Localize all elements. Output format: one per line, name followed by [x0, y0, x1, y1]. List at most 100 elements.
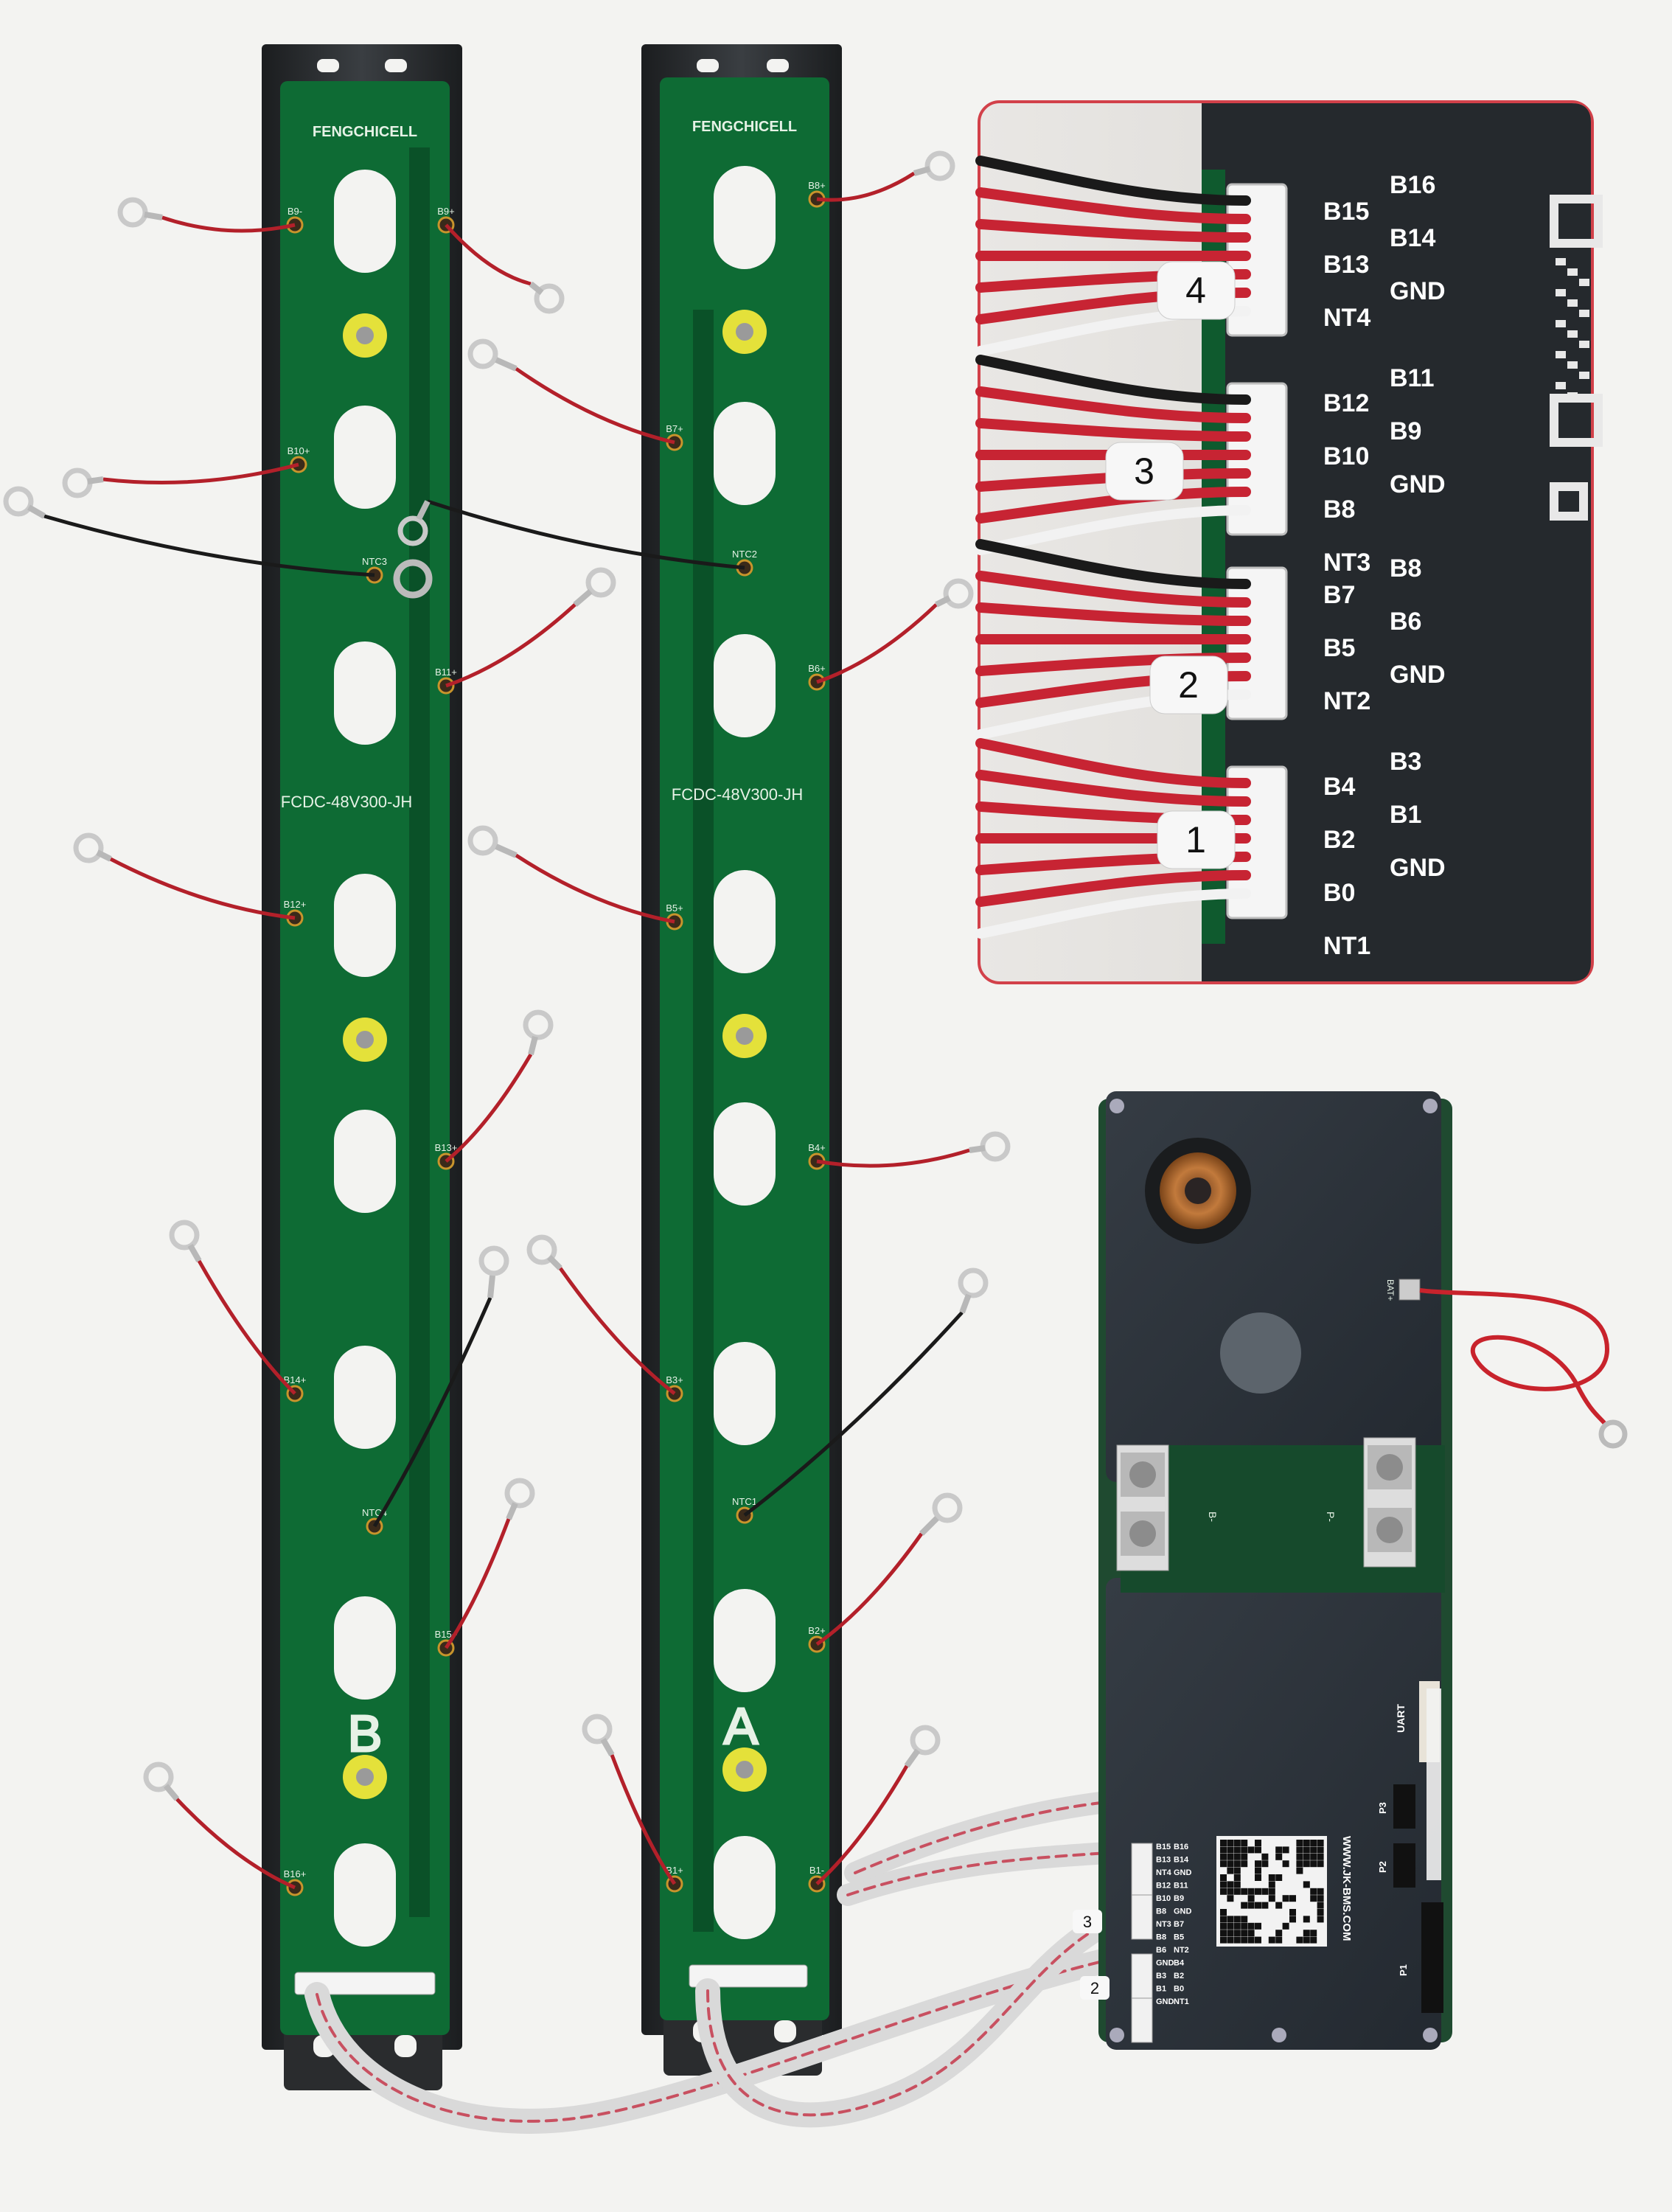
header-pin-label: B8 — [1156, 1907, 1166, 1916]
cell-hole — [334, 1843, 396, 1947]
header-pin-label: B2 — [1174, 1972, 1184, 1980]
board-b-model: FCDC-48V300-JH — [281, 793, 413, 811]
board-b-logo: FENGCHICELL — [313, 124, 417, 140]
qr-cell — [1282, 1922, 1289, 1930]
qr-cell — [1303, 1881, 1310, 1888]
washer-screw — [736, 1761, 753, 1778]
qr-cell — [1317, 1902, 1324, 1909]
qr-cell — [1275, 1846, 1283, 1854]
label-uart: UART — [1395, 1704, 1407, 1733]
inset-pin-label-left: B4 — [1323, 773, 1356, 801]
sense-wire — [444, 1518, 511, 1649]
inset-cable-tag — [1157, 810, 1236, 869]
ntc-ring-terminal — [393, 559, 433, 599]
ring-terminal — [478, 1245, 509, 1276]
qr-cell — [1310, 1895, 1317, 1902]
inset-pin-label-right: GND — [1390, 661, 1446, 689]
washer-screw — [356, 1031, 374, 1048]
inset-wire — [975, 539, 1251, 589]
qr-cell — [1289, 1909, 1296, 1916]
inset-pin-label-right: B6 — [1390, 608, 1421, 636]
header-pin-label: NT3 — [1156, 1920, 1171, 1929]
qr-cell — [1303, 1853, 1310, 1860]
terminal-barrel — [935, 595, 951, 608]
inset-wire — [975, 870, 1251, 907]
pad-label: B14+ — [284, 1374, 307, 1385]
inset-pin-label-left: B7 — [1323, 581, 1355, 609]
ring-terminal — [73, 832, 104, 863]
qr-cell — [1220, 1853, 1227, 1860]
qr-cell — [1241, 1846, 1248, 1854]
qr-cell — [1227, 1860, 1234, 1868]
terminal-barrel — [506, 1502, 518, 1520]
qr-cell — [1556, 258, 1566, 265]
qr-cell — [1227, 1936, 1234, 1944]
qr-cell — [1220, 1881, 1227, 1888]
inset-cable-tag-number: 3 — [1134, 451, 1154, 492]
screw — [1110, 2028, 1124, 2042]
qr-cell — [1261, 1902, 1269, 1909]
ring-terminal — [523, 1009, 554, 1040]
sense-wire — [427, 499, 745, 570]
qr-cell — [1255, 1902, 1261, 1909]
header-pin-label: B9 — [1174, 1894, 1184, 1903]
inset-cable-tag-number: 4 — [1185, 270, 1206, 311]
ring-terminal — [958, 1267, 989, 1298]
qr-cell — [1268, 1881, 1275, 1888]
inset-cable-tag — [1149, 655, 1228, 714]
qr-cell — [1310, 1936, 1317, 1944]
inset-pin-label-right: B1 — [1390, 801, 1421, 829]
inset-pin-label-right: B14 — [1390, 224, 1435, 252]
qr-cell — [1556, 351, 1566, 358]
status-light — [1220, 1312, 1301, 1394]
qr-cell — [1289, 1916, 1296, 1923]
header-pin-label: B15 — [1156, 1843, 1171, 1851]
qr-cell — [1268, 1895, 1275, 1902]
qr-cell — [1247, 1930, 1255, 1937]
washer-screw — [736, 323, 753, 341]
terminal-barrel — [904, 1748, 921, 1768]
sense-wire — [815, 1764, 909, 1885]
terminal-barrel — [600, 1738, 615, 1756]
sense-wire — [445, 603, 577, 688]
qr-cell — [1247, 1895, 1255, 1902]
top-hole — [697, 59, 719, 72]
inset-pin-label-right: B11 — [1390, 364, 1435, 392]
inset-wire — [975, 219, 1251, 243]
top-hole — [317, 59, 339, 72]
header-pin-label: B16 — [1174, 1843, 1188, 1851]
bat-plus-terminal — [1398, 1279, 1421, 1301]
ring-terminal — [3, 486, 34, 517]
pad-label: B7+ — [666, 423, 683, 434]
sense-wire — [102, 462, 299, 484]
qr-cell — [1233, 1860, 1241, 1868]
inset-pin-label-left: B0 — [1323, 879, 1355, 907]
qr-finder — [1550, 482, 1588, 521]
qr-cell — [1220, 1909, 1227, 1916]
qr-cell — [1303, 1936, 1310, 1944]
qr-cell — [1220, 1846, 1227, 1854]
header-pin-label: GND — [1174, 1907, 1192, 1916]
qr-cell — [1220, 1916, 1227, 1923]
header-pin-label: GND — [1174, 1868, 1192, 1877]
cell-hole — [334, 641, 396, 745]
qr-cell — [1233, 1936, 1241, 1944]
inset-pin-label-left: NT2 — [1323, 687, 1370, 715]
bms-unit: B- P- BAT+ WWW.JK-BMS.COM UART P3 P2 P1 … — [1073, 1091, 1628, 2050]
inset-dark-pcb — [1202, 103, 1591, 981]
terminal-p-minus — [1363, 1437, 1416, 1568]
washer-screw — [736, 1027, 753, 1045]
qr-cell — [1255, 1867, 1261, 1874]
qr-cell — [1227, 1916, 1234, 1923]
website-text: WWW.JK-BMS.COM — [1340, 1836, 1353, 1941]
balance-header — [1131, 1894, 1153, 1940]
screw — [1423, 2028, 1438, 2042]
inset-wire — [975, 738, 1251, 788]
qr-cell — [1296, 1846, 1303, 1854]
qr-cell — [1282, 1860, 1289, 1868]
header-pin-label: B4 — [1174, 1959, 1185, 1968]
qr-cell — [1227, 1922, 1234, 1930]
top-hole — [767, 59, 789, 72]
